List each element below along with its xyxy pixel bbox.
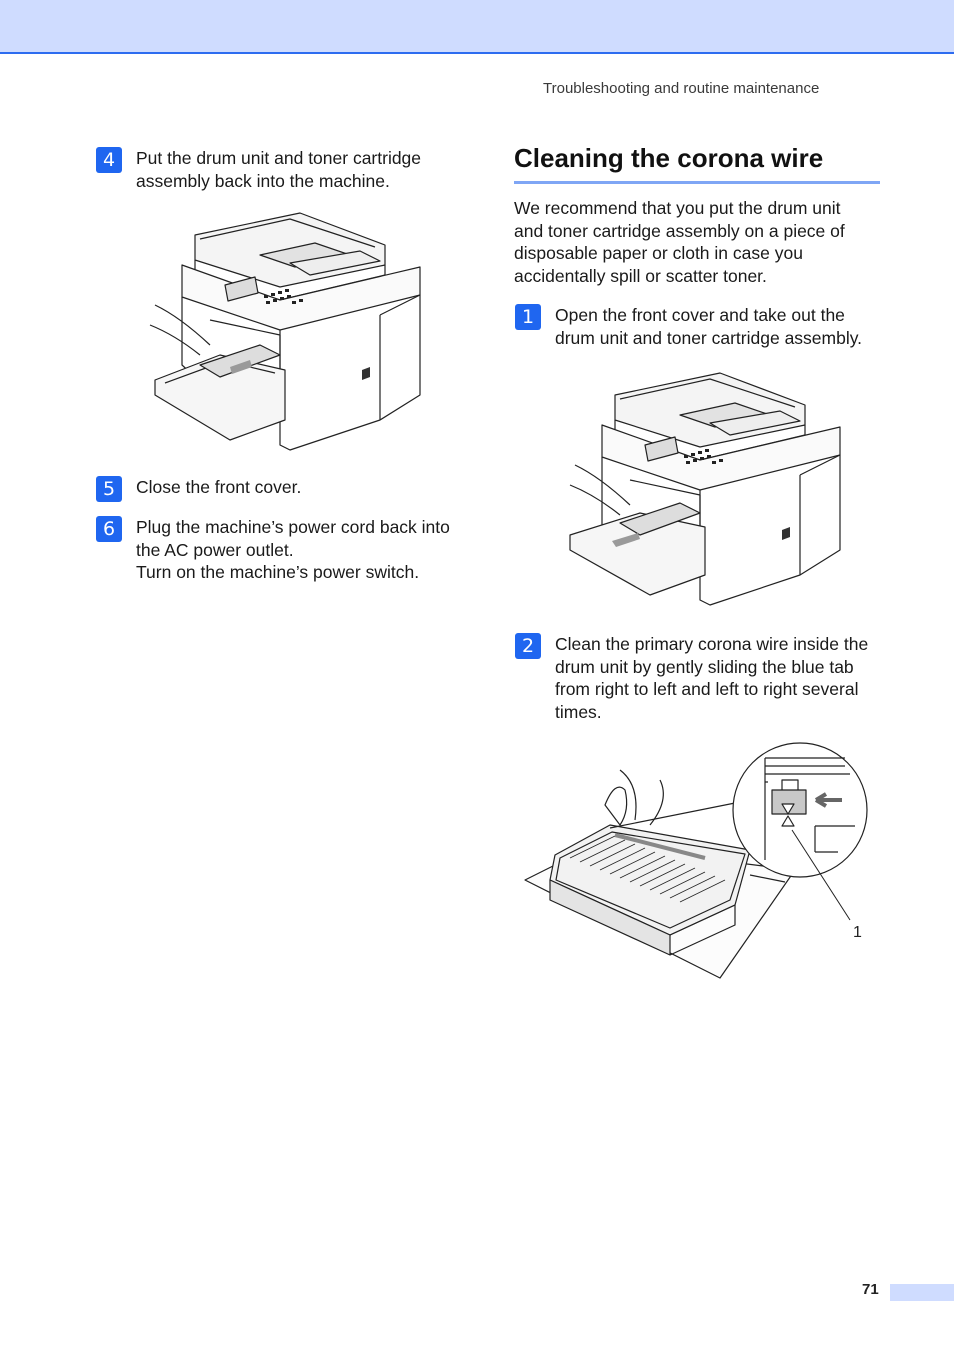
intro-line: disposable paper or cloth in case you: [514, 243, 803, 263]
step-text-line: times.: [555, 701, 602, 722]
step-text-line: Close the front cover.: [136, 477, 302, 497]
step-text-line: assembly back into the machine.: [136, 170, 390, 191]
step-text-line: from right to left and left to right sev…: [555, 679, 859, 699]
step-number-badge: 2: [515, 633, 541, 659]
step-text-line: Open the front cover and take out the: [555, 305, 845, 325]
step-text-line: Clean the primary corona wire inside the: [555, 634, 869, 654]
step-text-line: drum unit by gently sliding the blue tab: [555, 656, 854, 677]
heading-rule: [514, 181, 880, 184]
intro-line: and toner cartridge assembly on a piece …: [514, 220, 845, 241]
section-heading: Cleaning the corona wire: [514, 143, 824, 173]
header-bar: [0, 0, 954, 54]
step-text-line: Turn on the machine’s power switch.: [136, 562, 420, 582]
step-number-badge: 1: [515, 304, 541, 330]
step-number-badge: 5: [96, 476, 122, 502]
corona-wire-cleaning-illustration: 1: [524, 742, 868, 979]
running-title: Troubleshooting and routine maintenance: [543, 80, 820, 97]
printer-remove-drum-illustration: [569, 372, 841, 606]
step-text-line: drum unit and toner cartridge assembly.: [555, 327, 863, 348]
page-tab: [890, 1284, 954, 1301]
intro-paragraph: We recommend that you put the drum unit …: [514, 197, 845, 287]
step-text-line: Put the drum unit and toner cartridge: [136, 148, 422, 168]
step-number-badge: 6: [96, 516, 122, 542]
callout-label: 1: [853, 924, 862, 941]
printer-insert-drum-illustration: [149, 212, 421, 451]
intro-line: accidentally spill or scatter toner.: [514, 265, 767, 286]
page-number: 71: [862, 1281, 879, 1298]
step-text-line: Plug the machine’s power cord back into: [136, 517, 450, 537]
intro-line: We recommend that you put the drum unit: [514, 198, 841, 218]
step-number-badge: 4: [96, 147, 122, 173]
step-text-line: the AC power outlet.: [136, 539, 294, 560]
